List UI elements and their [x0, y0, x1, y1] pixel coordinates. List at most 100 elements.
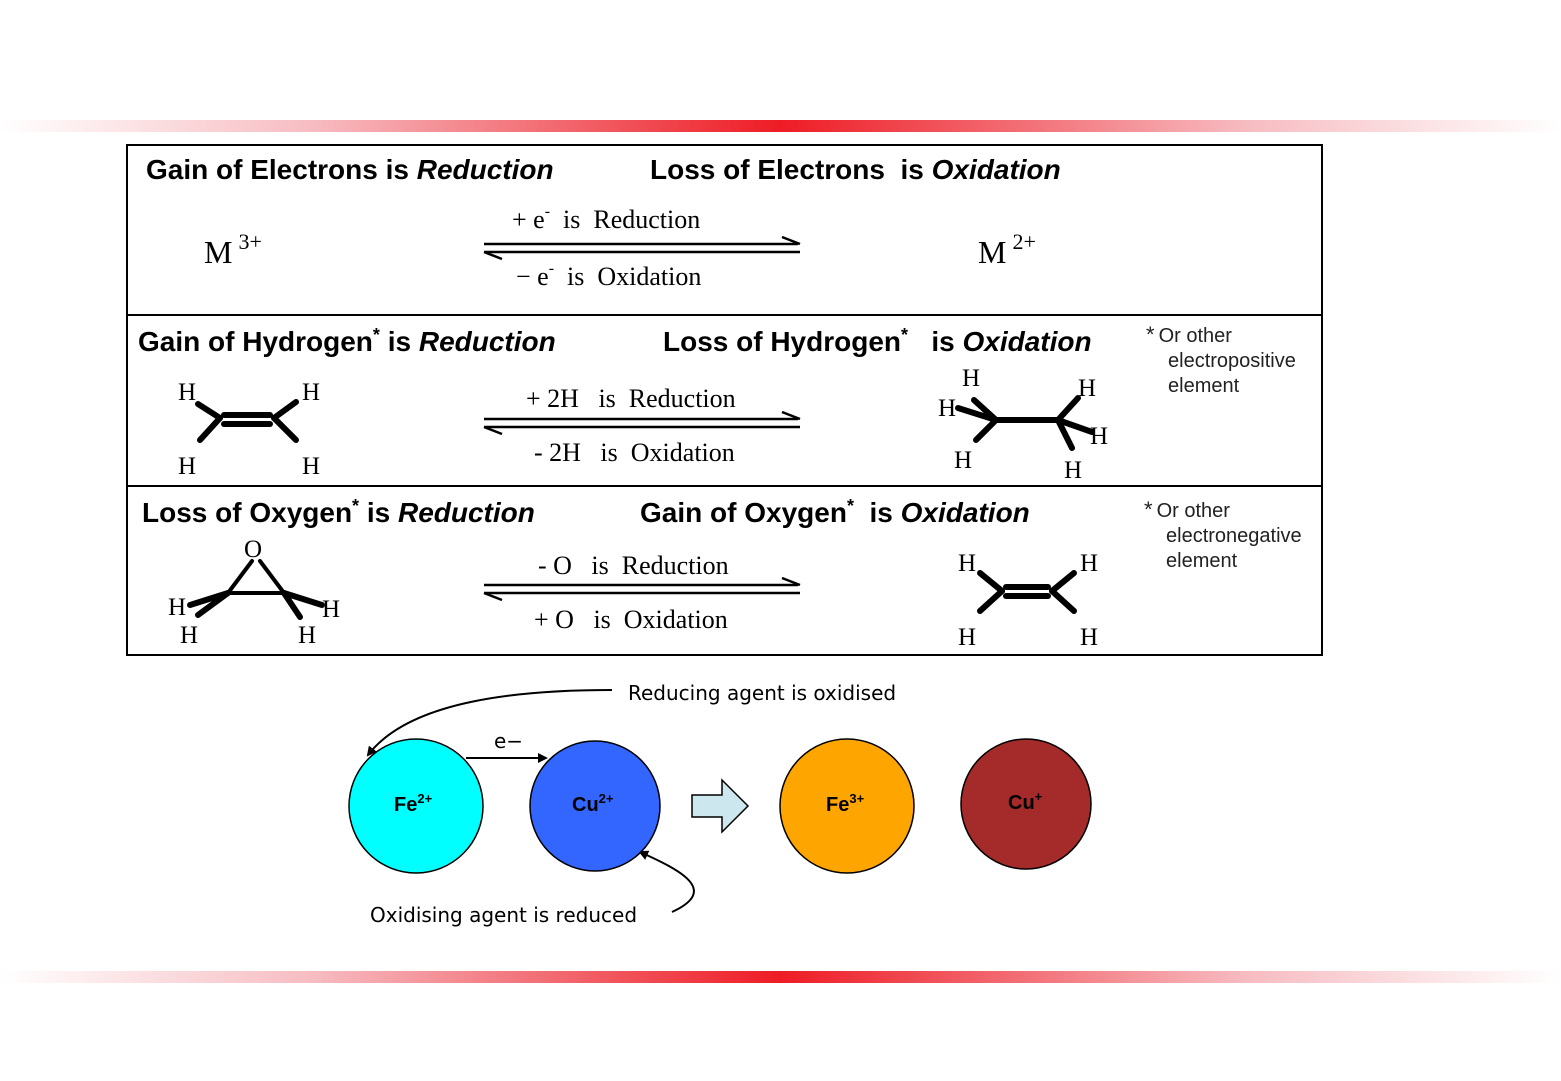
top-accent-band — [0, 120, 1561, 132]
loss-oxygen-star: * — [352, 496, 360, 516]
epoxide-o: O — [244, 536, 263, 563]
loss-electrons-heading: Loss of Electrons is Oxidation — [650, 156, 1061, 184]
ethane-molecule — [955, 395, 1095, 451]
reverse-oxygen-label: + O is Oxidation — [534, 605, 728, 634]
forward-oxygen-label: - O is Reduction — [538, 551, 729, 580]
ethane-h-5: H — [1090, 423, 1109, 450]
ethane-bond-f — [1055, 417, 1075, 451]
cu2-symbol: Cu — [572, 794, 599, 816]
fe2-ion-circle — [348, 738, 484, 874]
reverse-arrow-head — [483, 425, 503, 436]
reverse-electron-sup: - — [548, 260, 555, 277]
cu1-ion-label: Cu+ — [1008, 789, 1043, 815]
hydrogen-equilibrium-arrows — [483, 410, 801, 436]
fe2-ion-label: Fe2+ — [394, 791, 433, 817]
loss-hydrogen-term: Oxidation — [962, 326, 1092, 357]
fe3-charge: 3+ — [849, 791, 865, 806]
ethane-h-4: H — [1078, 375, 1097, 402]
epoxide-h-3: H — [322, 596, 341, 623]
electronegative-note-line-2: electronegative — [1166, 525, 1302, 547]
forward-electron-suffix: is Reduction — [550, 205, 701, 234]
reaction-transform-arrow — [691, 778, 750, 834]
ethene-molecule-left — [195, 399, 299, 443]
ethene-r-bond-upper-left — [977, 570, 1005, 594]
fe3-ion-circle — [779, 738, 915, 874]
m2-charge: 2+ — [1012, 229, 1036, 254]
loss-hydrogen-heading: Loss of Hydrogen* is Oxidation — [663, 325, 1092, 357]
cu1-charge: + — [1034, 789, 1043, 804]
loss-hydrogen-star: * — [901, 325, 909, 345]
gain-oxygen-heading: Gain of Oxygen* is Oxidation — [640, 497, 1030, 528]
forward-electron-label: + e- is Reduction — [512, 204, 701, 234]
loss-hydrogen-mid: is — [908, 326, 963, 357]
m3-charge: 3+ — [238, 229, 262, 254]
epoxide-molecule — [187, 559, 325, 620]
gain-hydrogen-mid: is — [379, 326, 419, 357]
loss-electrons-term: Oxidation — [931, 154, 1061, 185]
reverse-hydrogen-label: - 2H is Oxidation — [534, 438, 735, 467]
epoxide-h-2: H — [180, 622, 199, 649]
electronegative-note-line-3: element — [1166, 550, 1238, 572]
reverse-electron-label: − e- is Oxidation — [516, 261, 702, 291]
bottom-accent-band — [0, 971, 1561, 983]
epoxide-co-bond-right — [258, 559, 286, 595]
fe2-charge: 2+ — [417, 791, 433, 806]
ethane-h-2: H — [938, 395, 957, 422]
epoxide-bond-h4 — [281, 590, 303, 620]
ethene-h-bottom-right: H — [302, 453, 321, 480]
forward-arrow-head — [781, 576, 801, 587]
ethene-r-bond-upper-right — [1049, 570, 1077, 594]
m3-symbol: M — [204, 234, 233, 270]
gain-oxygen-term: Oxidation — [900, 497, 1030, 528]
ethene-bond-lower-left — [197, 415, 223, 443]
loss-hydrogen-lead: Loss of Hydrogen — [663, 326, 902, 357]
oxygen-equilibrium-arrows — [483, 576, 801, 602]
m2-symbol: M — [978, 234, 1007, 270]
ethene-r-h-bottom-left: H — [958, 624, 977, 651]
ethene-r-h-top-left: H — [958, 550, 977, 577]
electropositive-note-line-2: electropositive — [1168, 350, 1296, 372]
ethene-r-h-top-right: H — [1080, 550, 1099, 577]
electron-equilibrium-arrows — [483, 235, 801, 261]
cu1-ion-circle — [960, 738, 1092, 870]
electropositive-note-line-1: Or other — [1158, 325, 1232, 347]
ethane-bond-b — [955, 405, 999, 423]
epoxide-co-bond-left — [226, 559, 254, 595]
forward-arrow-head — [781, 410, 801, 421]
electronegative-note-line-1: Or other — [1156, 500, 1230, 522]
gain-hydrogen-lead: Gain of Hydrogen — [138, 326, 373, 357]
ethene-bond-upper-left — [195, 401, 223, 421]
cu2-ion-circle — [529, 740, 661, 872]
reverse-electron-term: − e — [516, 262, 549, 291]
reverse-electron-suffix: is Oxidation — [554, 262, 702, 291]
epoxide-bond-h3 — [281, 590, 325, 608]
gain-electrons-lead: Gain of Electrons is — [146, 154, 417, 185]
loss-oxygen-lead: Loss of Oxygen — [142, 497, 353, 528]
loss-oxygen-heading: Loss of Oxygen* is Reduction — [142, 496, 535, 528]
ethene-h-top-right: H — [302, 379, 321, 406]
epoxide-h-4: H — [298, 622, 317, 649]
cu2-ion-label: Cu2+ — [572, 791, 614, 817]
ethane-h-3: H — [954, 447, 973, 474]
loss-oxygen-term: Reduction — [397, 497, 535, 528]
loss-electrons-lead: Loss of Electrons is — [650, 154, 932, 185]
ethene-molecule-right — [977, 570, 1077, 614]
electronegative-note-star: * — [1144, 497, 1153, 522]
cu2-charge: 2+ — [598, 791, 614, 806]
ethene-h-bottom-left: H — [178, 453, 197, 480]
ethene-r-h-bottom-right: H — [1080, 624, 1099, 651]
fe3-ion-label: Fe3+ — [826, 791, 865, 817]
reducing-agent-label: Reducing agent is oxidised — [628, 681, 897, 705]
gain-hydrogen-heading: Gain of Hydrogen* is Reduction — [138, 326, 556, 357]
forward-hydrogen-label: + 2H is Reduction — [526, 384, 736, 413]
reverse-arrow-head — [483, 591, 503, 602]
oxidising-agent-label: Oxidising agent is reduced — [370, 903, 638, 927]
ethane-h-1: H — [962, 365, 981, 392]
ethane-bond-c — [973, 417, 999, 443]
epoxide-bond-h2 — [195, 590, 231, 618]
reducing-agent-pointer — [366, 689, 613, 757]
electropositive-note: *Or other electropositive element — [1146, 322, 1296, 399]
ethene-h-top-left: H — [178, 379, 197, 406]
